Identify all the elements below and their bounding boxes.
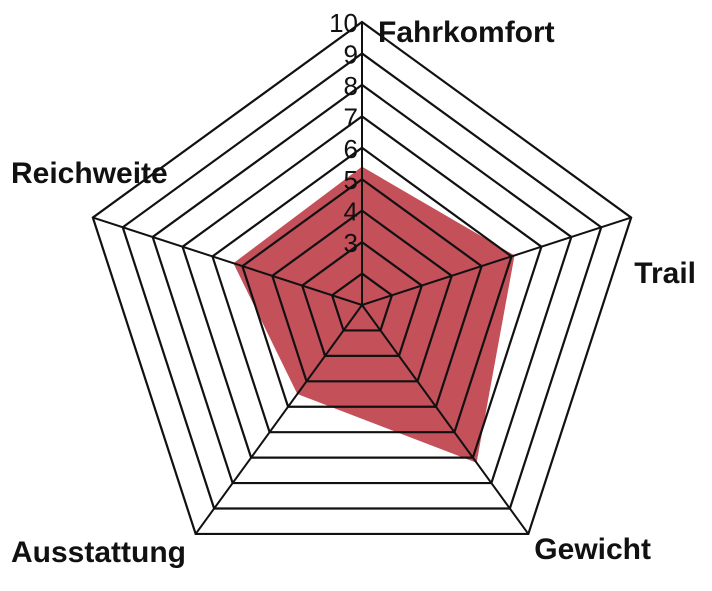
grid-ring-7 [181, 114, 543, 459]
tick-label-9: 9 [344, 39, 358, 69]
grid-layer [91, 20, 633, 536]
axis-label-reichweite: Reichweite [11, 157, 168, 190]
data-area-layer [233, 166, 515, 463]
spoke-3 [194, 304, 363, 535]
grid-ring-3 [300, 240, 424, 357]
axis-label-trail: Trail [634, 257, 696, 290]
grid-ring-8 [151, 83, 573, 485]
spoke-1 [361, 216, 632, 306]
grid-ring-9 [121, 52, 603, 510]
axis-label-gewicht: Gewicht [534, 533, 651, 566]
grid-ring-5 [241, 177, 483, 408]
tick-label-4: 4 [344, 197, 358, 227]
data-area [233, 166, 515, 463]
grid-ring-10 [91, 20, 633, 536]
tick-label-10: 10 [329, 8, 358, 38]
tick-label-3: 3 [344, 228, 358, 258]
grid-ring-2 [330, 272, 394, 332]
axis-label-ausstattung: Ausstattung [11, 536, 186, 569]
tick-label-8: 8 [344, 71, 358, 101]
spoke-layer [92, 22, 632, 535]
tick-label-6: 6 [344, 134, 358, 164]
tick-label-5: 5 [344, 165, 358, 195]
axis-label-fahrkomfort: Fahrkomfort [378, 16, 555, 49]
spoke-4 [92, 216, 363, 306]
grid-ring-4 [270, 209, 454, 383]
spoke-2 [361, 304, 530, 535]
grid-ring-6 [211, 146, 513, 434]
tick-label-7: 7 [344, 102, 358, 132]
